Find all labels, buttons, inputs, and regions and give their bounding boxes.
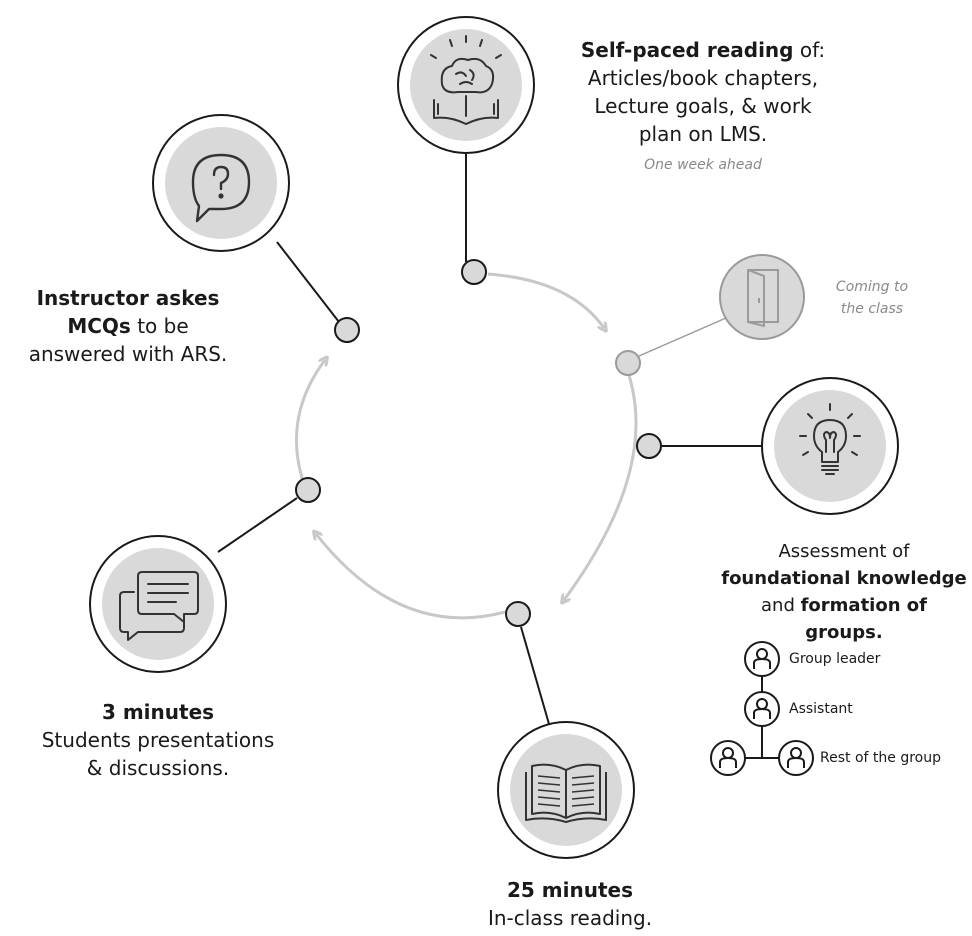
connector-presentations <box>217 497 298 553</box>
assessment-line2: foundational knowledge <box>721 568 967 589</box>
mcq-line2-bold: MCQs <box>67 314 131 338</box>
door-icon <box>747 269 779 327</box>
step-self-paced <box>397 16 535 154</box>
step-assessment <box>761 377 899 515</box>
coming-label: Coming to the class <box>812 276 932 320</box>
assessment-line1: Assessment of <box>778 541 910 562</box>
self-paced-line3: Lecture goals, & work <box>594 94 812 118</box>
step-mcq <box>152 114 290 252</box>
mcq-line1: Instructor askes <box>36 286 220 310</box>
mcq-line3: answered with ARS. <box>28 342 228 366</box>
person-icon <box>744 691 780 727</box>
cycle-arcs <box>295 272 638 620</box>
presentations-line3: & discussions. <box>86 756 230 780</box>
presentations-bold: 3 minutes <box>101 700 215 724</box>
connectors <box>217 152 762 725</box>
coming-line2: the class <box>840 301 904 317</box>
coming-line1: Coming to <box>835 279 909 295</box>
mcq-label: Instructor askes MCQs to be answered wit… <box>0 284 256 368</box>
step-presentations <box>89 535 227 673</box>
node-6 <box>334 317 360 343</box>
connector-coming <box>638 317 727 357</box>
self-paced-line2: Articles/book chapters, <box>587 66 819 90</box>
person-icon <box>710 740 746 776</box>
assessment-line3-bold: formation of groups. <box>800 595 927 643</box>
node-4 <box>505 601 531 627</box>
node-5 <box>295 477 321 503</box>
in-class-label: 25 minutes In-class reading. <box>470 876 670 932</box>
nodes <box>295 259 662 627</box>
step-coming <box>719 254 805 340</box>
node-3 <box>636 433 662 459</box>
rest-of-group-label: Rest of the group <box>820 750 941 766</box>
assessment-line3-pre: and <box>761 595 801 616</box>
self-paced-rest: of: <box>793 38 826 62</box>
arc-1 <box>487 272 604 328</box>
group-structure <box>710 641 814 776</box>
self-paced-label: Self-paced reading of: Articles/book cha… <box>560 36 846 176</box>
self-paced-line4: plan on LMS. <box>638 122 768 146</box>
open-book-icon <box>525 763 607 823</box>
step-in-class <box>497 721 635 859</box>
presentations-line2: Students presentations <box>41 728 275 752</box>
in-class-line2: In-class reading. <box>487 906 653 930</box>
in-class-bold: 25 minutes <box>507 878 633 902</box>
arc-4 <box>295 360 325 491</box>
node-1 <box>461 259 487 285</box>
group-leader-label: Group leader <box>789 651 881 667</box>
assessment-label: Assessment of foundational knowledge and… <box>720 538 968 646</box>
presentations-label: 3 minutes Students presentations & discu… <box>20 698 296 782</box>
chat-icon <box>119 571 199 641</box>
arc-2 <box>564 371 638 600</box>
brain-book-icon <box>430 35 502 125</box>
question-bubble-icon <box>191 153 251 223</box>
assistant-label: Assistant <box>789 701 853 717</box>
self-paced-note: One week ahead <box>644 157 762 173</box>
lightbulb-icon <box>799 403 861 475</box>
mcq-line2-rest: to be <box>130 314 189 338</box>
person-icon <box>778 740 814 776</box>
arc-3 <box>316 534 506 620</box>
node-2 <box>615 350 641 376</box>
self-paced-bold: Self-paced reading <box>580 38 794 62</box>
person-icon <box>744 641 780 677</box>
connector-mcq <box>276 241 340 323</box>
connector-in-class <box>520 626 550 725</box>
